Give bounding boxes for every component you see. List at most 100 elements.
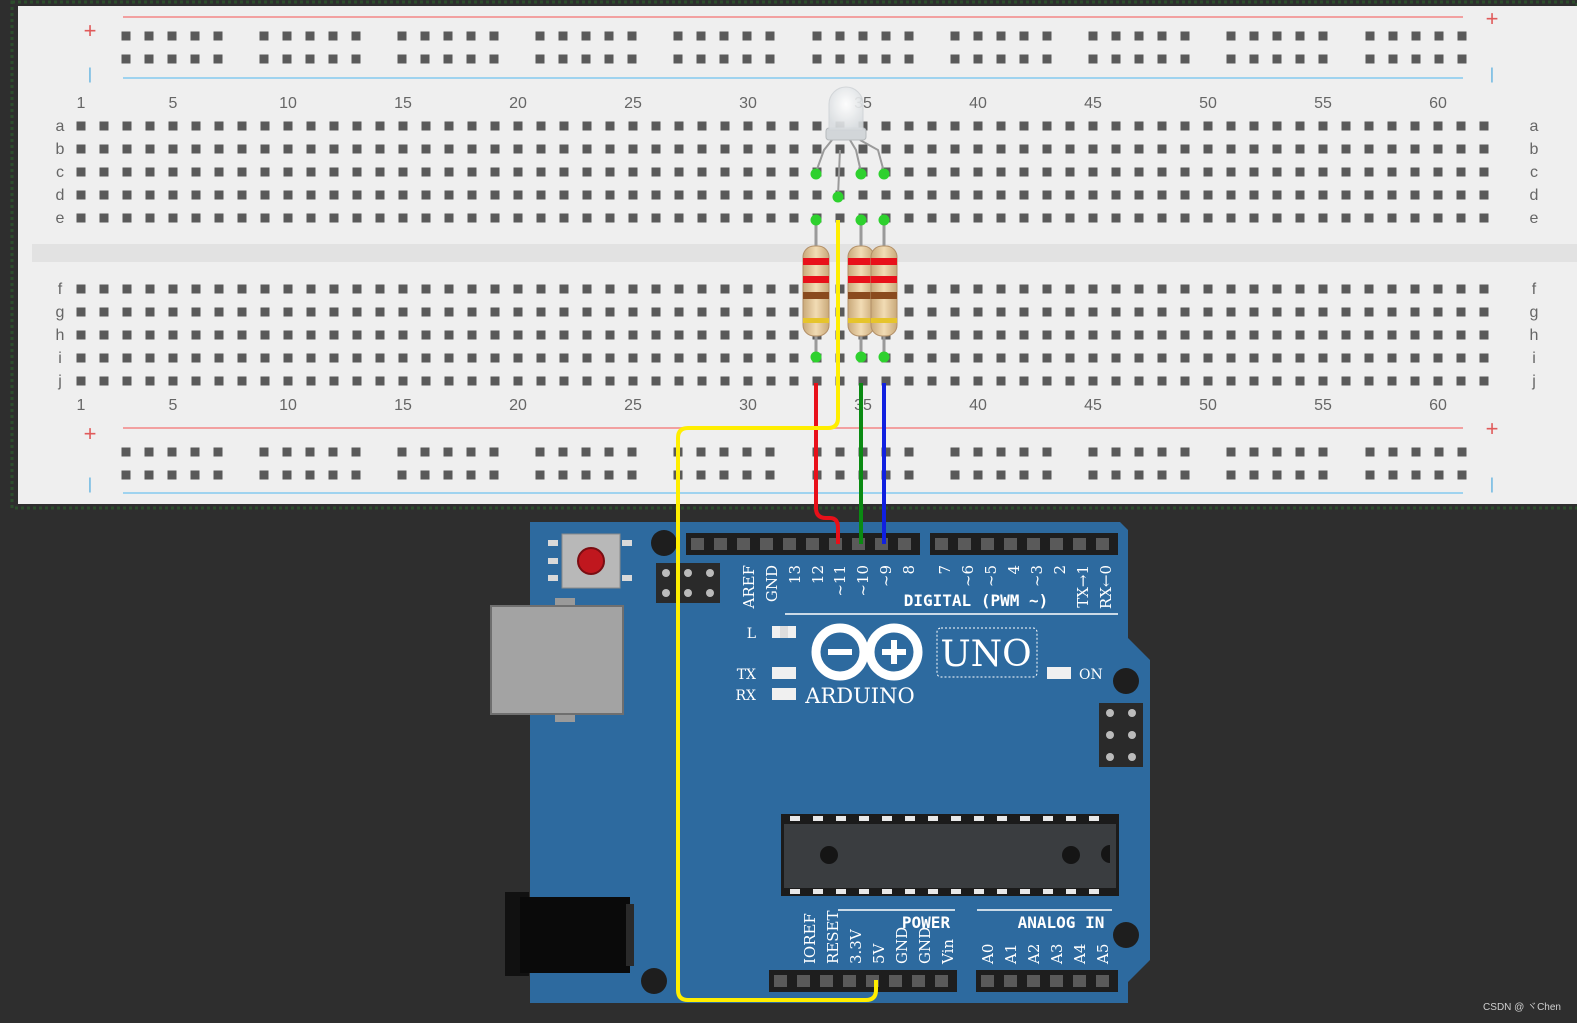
breadboard-hole[interactable]	[76, 307, 86, 317]
header-pin[interactable]	[1050, 538, 1063, 550]
breadboard-hole[interactable]	[1157, 190, 1167, 200]
rail-hole[interactable]	[1295, 447, 1305, 457]
breadboard-hole[interactable]	[1157, 284, 1167, 294]
breadboard-hole[interactable]	[628, 213, 638, 223]
rail-hole[interactable]	[904, 447, 914, 457]
breadboard-hole[interactable]	[145, 330, 155, 340]
breadboard-hole[interactable]	[467, 213, 477, 223]
rail-hole[interactable]	[1434, 31, 1444, 41]
breadboard-hole[interactable]	[536, 307, 546, 317]
header-pin[interactable]	[691, 538, 704, 550]
resistor[interactable]	[847, 222, 875, 355]
rail-hole[interactable]	[812, 54, 822, 64]
breadboard-hole[interactable]	[1180, 330, 1190, 340]
breadboard-hole[interactable]	[973, 121, 983, 131]
breadboard-hole[interactable]	[628, 284, 638, 294]
rail-hole[interactable]	[535, 447, 545, 457]
breadboard-hole[interactable]	[720, 167, 730, 177]
breadboard-hole[interactable]	[1203, 330, 1213, 340]
breadboard-hole[interactable]	[1249, 167, 1259, 177]
breadboard-hole[interactable]	[122, 190, 132, 200]
breadboard-hole[interactable]	[1180, 190, 1190, 200]
breadboard-hole[interactable]	[1387, 144, 1397, 154]
breadboard-hole[interactable]	[536, 121, 546, 131]
breadboard-hole[interactable]	[1065, 144, 1075, 154]
rail-hole[interactable]	[397, 447, 407, 457]
rail-hole[interactable]	[858, 54, 868, 64]
header-pin[interactable]	[981, 975, 994, 987]
header-pin[interactable]	[898, 538, 911, 550]
breadboard-hole[interactable]	[674, 307, 684, 317]
breadboard-hole[interactable]	[1019, 330, 1029, 340]
breadboard-hole[interactable]	[444, 190, 454, 200]
breadboard-hole[interactable]	[1341, 307, 1351, 317]
breadboard-hole[interactable]	[1479, 330, 1489, 340]
breadboard-hole[interactable]	[467, 144, 477, 154]
breadboard-hole[interactable]	[168, 121, 178, 131]
breadboard-hole[interactable]	[513, 144, 523, 154]
breadboard-hole[interactable]	[1364, 330, 1374, 340]
breadboard-hole[interactable]	[973, 307, 983, 317]
breadboard-hole[interactable]	[1088, 330, 1098, 340]
breadboard-hole[interactable]	[99, 121, 109, 131]
breadboard-hole[interactable]	[1203, 307, 1213, 317]
breadboard-hole[interactable]	[536, 190, 546, 200]
breadboard-hole[interactable]	[260, 353, 270, 363]
breadboard-hole[interactable]	[1410, 353, 1420, 363]
breadboard-hole[interactable]	[352, 307, 362, 317]
breadboard-hole[interactable]	[1019, 167, 1029, 177]
breadboard-hole[interactable]	[214, 144, 224, 154]
breadboard-hole[interactable]	[145, 307, 155, 317]
breadboard-hole[interactable]	[1226, 353, 1236, 363]
breadboard-hole[interactable]	[122, 213, 132, 223]
breadboard-hole[interactable]	[1387, 167, 1397, 177]
rail-hole[interactable]	[1272, 470, 1282, 480]
breadboard-hole[interactable]	[1019, 190, 1029, 200]
breadboard-hole[interactable]	[559, 190, 569, 200]
rail-hole[interactable]	[1019, 470, 1029, 480]
breadboard-hole[interactable]	[1272, 353, 1282, 363]
breadboard-hole[interactable]	[1019, 376, 1029, 386]
breadboard-hole[interactable]	[490, 376, 500, 386]
rail-hole[interactable]	[1111, 470, 1121, 480]
rail-hole[interactable]	[1042, 31, 1052, 41]
breadboard-hole[interactable]	[1433, 376, 1443, 386]
breadboard-hole[interactable]	[1180, 121, 1190, 131]
breadboard-hole[interactable]	[490, 353, 500, 363]
breadboard-hole[interactable]	[237, 353, 247, 363]
rail-hole[interactable]	[213, 54, 223, 64]
breadboard-hole[interactable]	[1180, 376, 1190, 386]
rail-hole[interactable]	[1157, 31, 1167, 41]
breadboard-hole[interactable]	[99, 167, 109, 177]
breadboard-hole[interactable]	[1456, 307, 1466, 317]
breadboard-hole[interactable]	[628, 353, 638, 363]
breadboard-hole[interactable]	[283, 376, 293, 386]
breadboard-hole[interactable]	[1203, 376, 1213, 386]
rail-hole[interactable]	[996, 470, 1006, 480]
breadboard-hole[interactable]	[467, 121, 477, 131]
rail-hole[interactable]	[1111, 31, 1121, 41]
breadboard-hole[interactable]	[467, 190, 477, 200]
breadboard-hole[interactable]	[1295, 167, 1305, 177]
breadboard-hole[interactable]	[1295, 121, 1305, 131]
breadboard-hole[interactable]	[260, 167, 270, 177]
breadboard-hole[interactable]	[1479, 144, 1489, 154]
breadboard-hole[interactable]	[352, 284, 362, 294]
breadboard-hole[interactable]	[398, 144, 408, 154]
breadboard-hole[interactable]	[1387, 121, 1397, 131]
breadboard-hole[interactable]	[1341, 376, 1351, 386]
breadboard-hole[interactable]	[904, 213, 914, 223]
header-pin[interactable]	[1004, 538, 1017, 550]
rail-hole[interactable]	[881, 31, 891, 41]
breadboard-hole[interactable]	[904, 167, 914, 177]
breadboard-hole[interactable]	[996, 284, 1006, 294]
breadboard-hole[interactable]	[490, 190, 500, 200]
rail-hole[interactable]	[1272, 54, 1282, 64]
breadboard-hole[interactable]	[1387, 213, 1397, 223]
breadboard-hole[interactable]	[950, 121, 960, 131]
breadboard-hole[interactable]	[1479, 121, 1489, 131]
breadboard-hole[interactable]	[1111, 167, 1121, 177]
wire-yellow[interactable]	[676, 220, 878, 1002]
breadboard-hole[interactable]	[950, 330, 960, 340]
rail-hole[interactable]	[420, 470, 430, 480]
